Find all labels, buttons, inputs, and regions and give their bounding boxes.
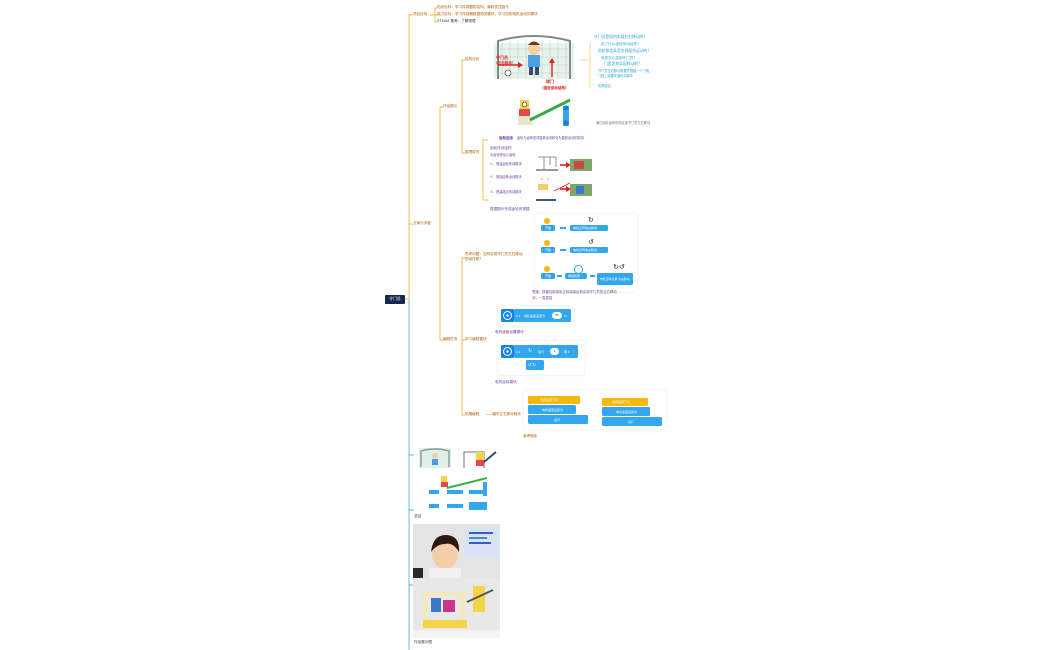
play-icon: [544, 266, 550, 272]
principle-diagrams: [534, 155, 604, 207]
callout-keeper: 守门员: [496, 55, 508, 60]
summary-caption: 总结: [414, 514, 422, 518]
question-1: 守门员是如何实现左右移动的？: [594, 35, 648, 39]
node-work-display[interactable]: 作品展示: [443, 104, 458, 108]
goal-ability: 能力目标：学习传感器数据相关模块，学习控制电机运动的模块: [437, 12, 538, 16]
tasks-desc: ——编写左右移动程序: [485, 412, 521, 416]
flow-action-2[interactable]: 电机反转向左移动: [570, 247, 608, 253]
flow-start-1[interactable]: 开始: [541, 225, 555, 231]
program-right-row-1[interactable]: 电机速度设置为: [602, 407, 650, 416]
motor-icon: [501, 345, 514, 358]
principle-desc: 齿轮与齿条是将旋转运动转化为直线运动的机构: [517, 136, 584, 140]
question-5: 门是怎样实现转动的？: [604, 62, 642, 66]
question-3: 齿轮和齿条是怎样配合运动的？: [598, 49, 652, 53]
flow-start-3[interactable]: 开始: [541, 273, 555, 279]
flow-sensor[interactable]: 按键检测: [565, 273, 587, 279]
arrow-icon: [560, 227, 566, 229]
flow-card: 开始 ↻ 电机正转向右移动 开始 ↺ 电机反转向左移动 开始 按键检测 ↻↺ 电…: [535, 214, 637, 292]
summary-model-thumb: [462, 448, 498, 470]
question-4: 电机怎么控制守门员？: [601, 56, 637, 60]
principle-subtitle: 齿轮传动结构: [490, 146, 512, 150]
run-value-input[interactable]: 1: [550, 348, 559, 355]
program-left-header[interactable]: 当按钮按下时: [528, 396, 580, 404]
program-right-header[interactable]: 当按钮按下时: [602, 398, 648, 406]
principle-sub2: 大齿轮带动小齿轮: [490, 153, 516, 157]
gallery-photo-model: [413, 578, 500, 638]
goal-steam: STEAM 素养：了解物理: [437, 19, 476, 23]
goal-knowledge: 知识目标：学习传感器的结构，编程发送指令: [437, 5, 509, 9]
rotate-ccw-icon: ↺: [588, 239, 594, 246]
principle-step-2: ②、搭建齿条运动模块: [490, 175, 522, 179]
summary-goal-thumb: [419, 448, 451, 468]
callout-keeper-sub: （左右移动）: [494, 61, 516, 65]
program-left-row-2[interactable]: 运行: [528, 415, 588, 424]
question-2: 用了什么齿轮传动结构？: [601, 42, 641, 46]
question-7: 门框上面要安装传动部件: [598, 74, 634, 78]
flow-action-1[interactable]: 电机正转向右移动: [570, 225, 608, 231]
program-right-row-2[interactable]: 运行: [602, 417, 662, 426]
principle-title: 齿轮齿条: [499, 136, 514, 140]
principle-step-1: ①、搭建齿轮传动模块: [490, 162, 522, 166]
root-node[interactable]: 守门员: [385, 295, 405, 304]
rotate-cw-icon: ↻: [588, 217, 594, 224]
play-icon: [544, 240, 550, 246]
program-caption: 参考程序: [523, 434, 538, 438]
direction-block[interactable]: ↺ ↻: [526, 360, 544, 370]
flow-start-2[interactable]: 开始: [541, 247, 555, 253]
arrow-icon: [590, 275, 595, 277]
program-question: 思考问题：如何实现守门员左右移动: [465, 252, 523, 256]
summary-flow-thumb: [425, 487, 493, 513]
principle-footer: 根据图示完成齿轮的搭建: [490, 207, 530, 211]
rotate-both-icon: ↻↺: [613, 264, 625, 271]
summary-robot-thumb: [439, 474, 495, 498]
block2-card: A ▾ ↻ 运行 1 圈 ▾ ↺ ↻: [498, 341, 584, 375]
node-goals[interactable]: 项目目标: [413, 12, 428, 16]
program-question-2: 的动作呢？: [465, 257, 483, 261]
callout-goal-sub: （固定运动结构）: [540, 86, 569, 90]
node-module-learning[interactable]: 学习编程模块: [465, 337, 487, 341]
speed-block[interactable]: A ▾ 电机速度设置为 50 %: [514, 309, 571, 322]
node-program[interactable]: 编程任务: [443, 337, 458, 341]
arrow-icon: [557, 275, 562, 277]
arrow-icon: [560, 249, 566, 251]
program-card: 当按钮按下时 电机速度设置为 运行 当按钮按下时 电机速度设置为 运行: [524, 390, 666, 430]
rotate-icon: ↻: [528, 348, 533, 354]
flow-note-2: 动，一直重复: [532, 296, 553, 300]
node-principle[interactable]: 原理探究: [465, 150, 480, 154]
goalkeeper-illustration: [492, 33, 576, 83]
block1-card: A ▾ 电机速度设置为 50 %: [498, 306, 574, 326]
run-block[interactable]: A ▾ ↻ 运行 1 圈 ▾: [514, 345, 578, 358]
program-left-row-1[interactable]: 电机速度设置为: [528, 405, 576, 414]
flow-note: 思路：按键控制电机正转或者反转实现守门员的左右移动: [532, 290, 617, 294]
block1-caption: 电机速度设置模块: [495, 330, 524, 334]
node-structure[interactable]: 结构分析: [465, 57, 480, 61]
node-tasks[interactable]: 拓展编程: [465, 412, 480, 416]
play-icon: [544, 218, 550, 224]
question-6: 守门员左右移动需要先搭建一个门框，: [598, 69, 653, 73]
callout-goal: 球门: [546, 79, 554, 84]
flow-action-3[interactable]: 电机正转/反转 左右移动: [597, 273, 633, 285]
speed-value-input[interactable]: 50: [552, 312, 562, 319]
principle-step-3: ③、搭建组合传动模块: [490, 190, 522, 194]
robot-note: 通过齿轮齿条机构实现守门员左右移动: [596, 121, 651, 125]
question-conclusion: 实践结论: [598, 84, 611, 88]
robot-model-illustration: [514, 96, 574, 130]
node-plan[interactable]: 方案与流程: [413, 221, 431, 225]
block2-caption: 电机运转模块: [495, 380, 517, 384]
motor-icon: [501, 309, 514, 322]
direction-icon: ↺ ↻: [528, 362, 536, 367]
gallery-caption: 作品展示图: [414, 640, 432, 644]
